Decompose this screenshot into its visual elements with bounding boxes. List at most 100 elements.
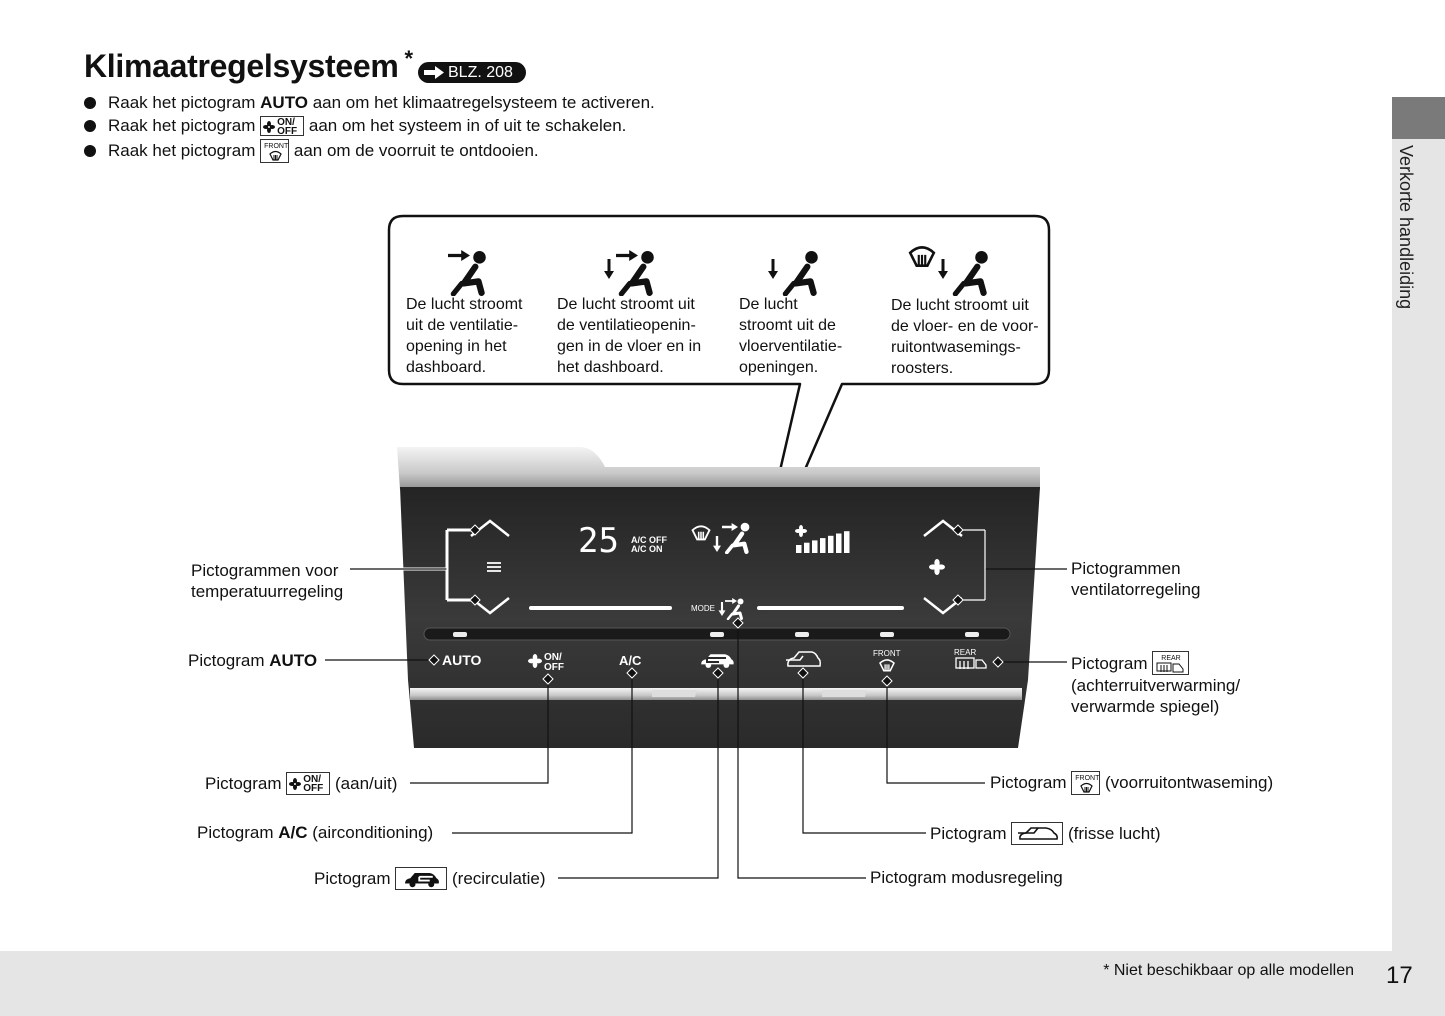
on-off-button[interactable]: ON/ bbox=[544, 652, 562, 663]
label-text: Pictogram bbox=[990, 773, 1067, 792]
section-label: Verkorte handleiding bbox=[1396, 145, 1416, 310]
label-text: (airconditioning) bbox=[307, 823, 434, 842]
callout-line: opening in het bbox=[406, 338, 507, 355]
callout-line: gen in de vloer en in bbox=[557, 338, 702, 355]
callout-line: het dashboard. bbox=[557, 359, 664, 376]
ac-on-indicator: A/C ON bbox=[631, 544, 663, 554]
fan-speed-bar bbox=[812, 540, 818, 553]
bullet-item: Raak het pictogram AUTO aan om het klima… bbox=[84, 93, 655, 113]
section-sidebar bbox=[1392, 97, 1445, 951]
label-line: temperatuurregeling bbox=[191, 582, 344, 601]
bullet-text: aan om het systeem in of uit te schakele… bbox=[304, 116, 627, 135]
callout-line: roosters. bbox=[891, 360, 954, 377]
bullet-text: Raak het pictogram bbox=[108, 93, 261, 112]
rear-text: REAR bbox=[1161, 655, 1181, 662]
bullet-item: Raak het pictogram ON/OFF aan om het sys… bbox=[84, 116, 627, 137]
front-defrost-icon: FRONT bbox=[1071, 771, 1101, 795]
off-text: OFF bbox=[277, 126, 298, 137]
bullet-text: aan om de voorruit te ontdooien. bbox=[289, 141, 539, 160]
auto-button[interactable]: AUTO bbox=[442, 652, 482, 668]
rear-defrost-icon bbox=[955, 657, 987, 669]
label-mode: Pictogram modusregeling bbox=[870, 868, 1063, 887]
label-line: Pictogrammen voor bbox=[191, 561, 339, 580]
page-reference-link[interactable]: BLZ. 208 bbox=[418, 62, 526, 83]
climate-control-panel: 25 A/C OFF A/C ON MODE AUTO ON/ OFF A/C … bbox=[397, 447, 1040, 748]
callout-line: vloerventilatie- bbox=[739, 338, 843, 355]
label-bold: AUTO bbox=[269, 651, 318, 670]
label-temperature: Pictogrammen voor temperatuurregeling bbox=[191, 560, 343, 602]
fan-speed-bar bbox=[836, 533, 842, 553]
fan-on-off-icon: ON/OFF bbox=[260, 116, 305, 137]
label-text: (aan/uit) bbox=[335, 774, 398, 793]
fresh-air-button[interactable] bbox=[786, 651, 821, 667]
off-text: OFF bbox=[303, 783, 324, 794]
ac-off-indicator: A/C OFF bbox=[631, 535, 667, 545]
page-title: Klimaatregelsysteem* bbox=[84, 46, 413, 85]
rear-defrost-icon: REAR bbox=[1152, 651, 1190, 675]
on-text: ON/ bbox=[277, 117, 295, 128]
label-fan: Pictogrammen ventilatorregeling bbox=[1071, 558, 1200, 600]
label-text: Pictogram bbox=[197, 823, 279, 842]
label-auto: Pictogram AUTO bbox=[188, 650, 317, 671]
label-text: Pictogram bbox=[930, 824, 1007, 843]
label-fresh-air: Pictogram (frisse lucht) bbox=[930, 822, 1161, 845]
fan-speed-bar bbox=[844, 531, 850, 553]
label-rear-defrost: Pictogram REAR (achterruitverwarming/ver… bbox=[1071, 651, 1240, 717]
title-text: Klimaatregelsysteem bbox=[84, 48, 399, 84]
on-off-button-off[interactable]: OFF bbox=[544, 662, 564, 673]
label-text: Pictogram bbox=[1071, 654, 1148, 673]
section-tab bbox=[1392, 97, 1445, 139]
bullet-item: Raak het pictogram FRONT aan om de voorr… bbox=[84, 139, 539, 163]
arrow-right-icon bbox=[424, 66, 444, 79]
callout-line: De lucht stroomt uit bbox=[891, 297, 1029, 314]
label-ac: Pictogram A/C (airconditioning) bbox=[197, 822, 433, 843]
callout-dashboard: De lucht stroomt uit de ventilatie-openin… bbox=[406, 294, 522, 378]
fan-slider[interactable] bbox=[757, 606, 904, 610]
front-defrost-icon: FRONT bbox=[260, 139, 290, 163]
label-line: ventilatorregeling bbox=[1071, 580, 1201, 599]
label-text: Pictogram bbox=[205, 774, 282, 793]
temperature-display: 25 bbox=[578, 521, 619, 561]
callout-line: dashboard. bbox=[406, 359, 487, 376]
callout-line: uit de ventilatie- bbox=[406, 317, 519, 334]
fan-speed-bar bbox=[804, 542, 810, 553]
temp-icon bbox=[487, 562, 501, 572]
fan-speed-display bbox=[795, 525, 850, 553]
fan-speed-bar bbox=[828, 535, 834, 553]
label-line: verwarmde spiegel) bbox=[1071, 697, 1220, 716]
label-text: (frisse lucht) bbox=[1068, 824, 1161, 843]
bullet-text: Raak het pictogram bbox=[108, 116, 261, 135]
rear-defrost-button[interactable]: REAR bbox=[954, 648, 976, 657]
callout-line: De lucht stroomt bbox=[406, 296, 523, 313]
bullet-bold: AUTO bbox=[260, 93, 308, 112]
label-bold: A/C bbox=[278, 823, 308, 842]
label-recirculation: Pictogram (recirculatie) bbox=[314, 867, 546, 890]
callout-line: De lucht stroomt uit bbox=[557, 296, 695, 313]
bullet-text: Raak het pictogram bbox=[108, 141, 261, 160]
leader-lines bbox=[325, 528, 1067, 879]
on-text: ON/ bbox=[303, 774, 322, 785]
temp-slider[interactable] bbox=[529, 606, 672, 610]
label-text: Pictogram bbox=[314, 869, 391, 888]
label-text: (voorruitontwaseming) bbox=[1105, 773, 1274, 792]
recirculation-icon bbox=[395, 867, 448, 890]
callout-line: openingen. bbox=[739, 359, 819, 376]
leader-diamonds bbox=[428, 524, 1004, 687]
label-line: Pictogrammen bbox=[1071, 559, 1181, 578]
fresh-air-icon bbox=[1011, 822, 1064, 845]
footer-bar bbox=[0, 951, 1445, 1016]
footnote-asterisk: * bbox=[404, 46, 413, 71]
label-text: Pictogram bbox=[188, 651, 270, 670]
ac-button[interactable]: A/C bbox=[619, 653, 642, 668]
callout-line: de vloer- en de voor- bbox=[891, 318, 1039, 335]
label-line: (achterruitverwarming/ bbox=[1071, 676, 1241, 695]
mode-button-label[interactable]: MODE bbox=[691, 604, 715, 613]
label-front-defrost: Pictogram FRONT (voorruitontwaseming) bbox=[990, 771, 1273, 795]
front-defrost-button[interactable]: FRONT bbox=[873, 649, 901, 658]
callout-line: De lucht bbox=[739, 296, 798, 313]
label-text: (recirculatie) bbox=[452, 869, 546, 888]
